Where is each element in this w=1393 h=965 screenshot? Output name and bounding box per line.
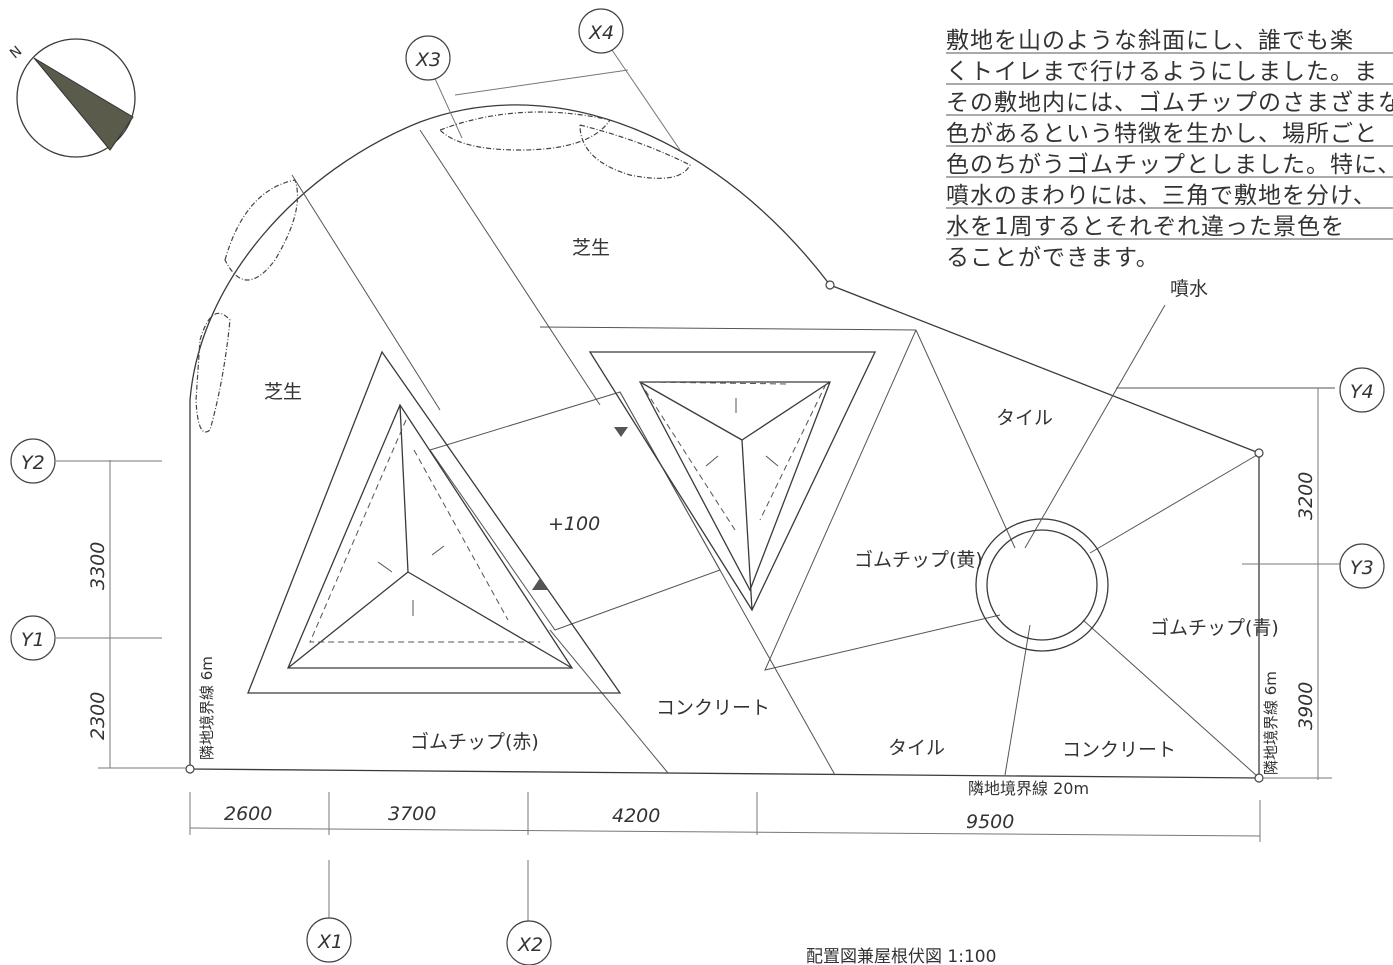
design-note: 敷地を山のような斜面にし、誰でも楽 くトイレまで行けるようにしました。ま その敷… xyxy=(946,28,1393,271)
dim-bottom-2600: 2600 xyxy=(224,803,272,825)
area-rubber-blue: ゴムチップ(青) xyxy=(1150,617,1279,639)
boundary-left-label: 隣地境界線 6m xyxy=(198,656,216,760)
area-tile-top: タイル xyxy=(996,407,1053,429)
area-labels: 芝生 芝生 +100 タイル ゴムチップ(黄) ゴムチップ(青) ゴムチップ(赤… xyxy=(264,237,1279,761)
grid-axes: X1 X2 X3 X4 Y1 Y2 Y3 Y4 xyxy=(10,8,1385,965)
left-dimensions: 3300 2300 xyxy=(56,460,186,769)
note-line-2: くトイレまで行けるようにしました。ま xyxy=(946,59,1378,85)
right-dimensions: 3200 3900 xyxy=(1242,388,1340,780)
area-rubber-red: ゴムチップ(赤) xyxy=(410,731,539,753)
note-line-4: 色があるという特徴を生かし、場所ごと xyxy=(946,121,1378,147)
site-boundary xyxy=(185,104,1264,783)
note-line-7: 水を1周するとそれぞれ違った景色を xyxy=(946,214,1345,240)
left-triangle-roof xyxy=(247,350,622,694)
boundary-bottom-label: 隣地境界線 20m xyxy=(968,779,1089,798)
drawing-caption: 配置図兼屋根伏図 1:100 xyxy=(806,947,996,965)
area-tile-bottom: タイル xyxy=(888,737,945,759)
area-lawn-top: 芝生 xyxy=(572,237,610,259)
fountain: 噴水 xyxy=(975,278,1208,652)
shrub-hedges xyxy=(195,111,691,433)
right-triangle-roof xyxy=(588,351,877,612)
note-line-6: 噴水のまわりには、三角で敷地を分け、 xyxy=(946,183,1377,209)
note-line-5: 色のちがうゴムチップとしました。特に、 xyxy=(946,152,1393,178)
boundary-right-label: 隣地境界線 6m xyxy=(1262,671,1280,775)
area-lawn-left: 芝生 xyxy=(264,381,302,403)
area-rubber-yellow: ゴムチップ(黄) xyxy=(854,549,983,571)
boundary-labels: 隣地境界線 6m 隣地境界線 6m 隣地境界線 20m xyxy=(198,656,1280,798)
axis-x1: X1 xyxy=(317,931,343,953)
area-plus100: +100 xyxy=(548,513,600,535)
dim-bottom-9500: 9500 xyxy=(966,811,1014,833)
dim-left-2300: 2300 xyxy=(87,692,109,740)
dim-right-3200: 3200 xyxy=(1295,472,1317,520)
axis-x4: X4 xyxy=(588,22,614,44)
axis-x2: X2 xyxy=(517,934,543,956)
area-concrete-center: コンクリート xyxy=(656,697,770,719)
axis-y4: Y4 xyxy=(1350,381,1374,403)
axis-x3: X3 xyxy=(415,49,441,71)
axis-y1: Y1 xyxy=(21,629,45,651)
dim-left-3300: 3300 xyxy=(87,542,109,590)
note-line-1: 敷地を山のような斜面にし、誰でも楽 xyxy=(946,28,1354,54)
axis-y3: Y3 xyxy=(1350,557,1374,579)
north-label: N xyxy=(7,43,25,62)
dim-bottom-3700: 3700 xyxy=(388,803,436,825)
north-compass: N xyxy=(7,38,136,158)
zone-lines xyxy=(291,129,1335,777)
note-line-8: ることができます。 xyxy=(946,245,1160,271)
note-line-3: その敷地内には、ゴムチップのさまざまな xyxy=(946,89,1393,116)
dim-right-3900: 3900 xyxy=(1295,682,1317,730)
axis-y2: Y2 xyxy=(21,452,45,474)
area-concrete-right: コンクリート xyxy=(1062,739,1176,761)
bottom-dimensions: 2600 3700 4200 9500 xyxy=(189,792,1261,842)
dim-bottom-4200: 4200 xyxy=(612,805,660,827)
fountain-label: 噴水 xyxy=(1170,278,1208,300)
